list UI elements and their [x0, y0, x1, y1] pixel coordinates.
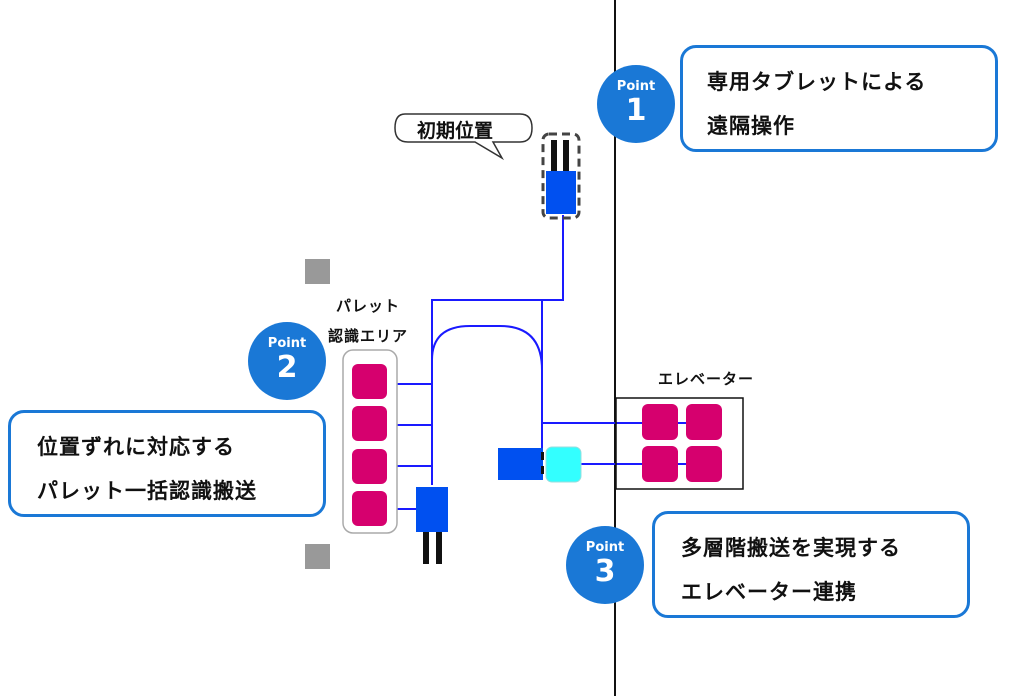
speech-bubble — [394, 113, 533, 161]
vehicle-initial — [546, 171, 576, 214]
route-pallet-branches — [387, 383, 432, 510]
pallet-1 — [352, 364, 387, 399]
elevator-pallet-2 — [686, 404, 722, 440]
point-3-badge: Point 3 — [566, 526, 644, 604]
point-1-line1: 専用タブレットによる — [707, 70, 927, 94]
point-1-badge-number: 1 — [625, 93, 647, 128]
point-1-badge: Point 1 — [597, 65, 675, 143]
gray-marker-bottom — [305, 544, 330, 569]
pallet-3 — [352, 449, 387, 484]
point-3-callout: 多層階搬送を実現する エレベーター連携 — [652, 511, 970, 618]
pallet-2 — [352, 406, 387, 441]
point-3-line2: エレベーター連携 — [681, 580, 857, 604]
initial-position-label: 初期位置 — [417, 120, 494, 142]
pallet-in-transit — [545, 446, 582, 483]
point-1-callout: 専用タブレットによる 遠隔操作 — [680, 45, 998, 152]
point-1-badge-label: Point — [616, 79, 656, 94]
point-2-line2: パレット一括認識搬送 — [37, 479, 257, 503]
point-3-badge-label: Point — [585, 540, 625, 555]
vehicle-fork-tip — [541, 466, 544, 474]
elevator-label: エレベーター — [658, 370, 755, 388]
point-2-badge-number: 2 — [276, 350, 298, 385]
pallet-area-label-line1: パレット — [336, 297, 401, 315]
point-2-line1: 位置ずれに対応する — [37, 435, 235, 459]
route-paths — [387, 215, 686, 510]
elevator-frame — [615, 397, 744, 490]
pallet-4 — [352, 491, 387, 526]
initial-position-dashed-frame — [541, 132, 581, 220]
vehicle-fork-right — [436, 532, 442, 564]
route-elevator-links — [678, 422, 686, 465]
elevator-pallet-3 — [642, 446, 678, 482]
gray-marker-top — [305, 259, 330, 284]
point-2-callout: 位置ずれに対応する パレット一括認識搬送 — [8, 410, 326, 517]
route-main — [431, 215, 564, 485]
point-1-line2: 遠隔操作 — [707, 114, 795, 138]
vehicle-pallet-area — [416, 487, 448, 532]
vehicle-fork-left — [423, 532, 429, 564]
vehicle-fork-right — [563, 140, 569, 174]
point-3-line1: 多層階搬送を実現する — [681, 536, 901, 560]
pallet-area-label-line2: 認識エリア — [328, 327, 409, 345]
point-3-badge-number: 3 — [594, 554, 616, 589]
vehicle-fork-left — [551, 140, 557, 174]
elevator-pallet-1 — [642, 404, 678, 440]
route-curve — [431, 325, 543, 371]
vehicle-transport — [498, 448, 543, 480]
point-2-badge-label: Point — [267, 336, 307, 351]
vehicle-fork-tip — [541, 452, 544, 460]
point-2-badge: Point 2 — [248, 322, 326, 400]
elevator-pallet-4 — [686, 446, 722, 482]
